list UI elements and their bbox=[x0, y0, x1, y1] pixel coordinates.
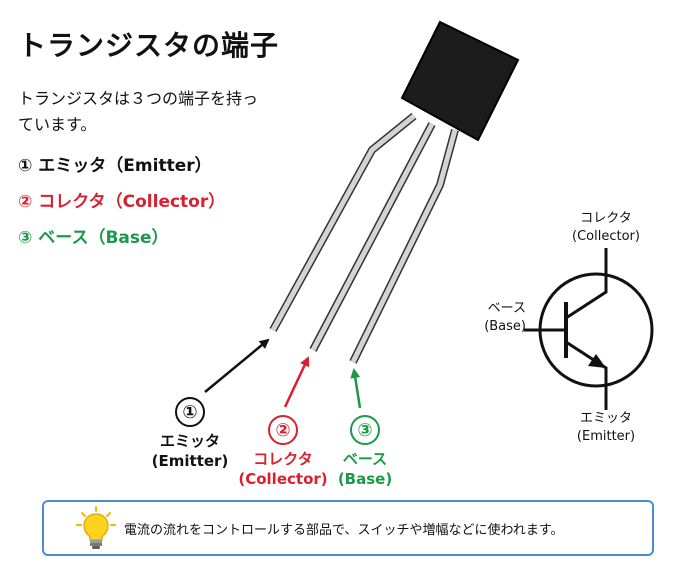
callout-label-en: (Base) bbox=[337, 470, 393, 488]
callout-collector: ② コレクタ (Collector) bbox=[228, 415, 338, 489]
arrow-base bbox=[350, 368, 362, 409]
list-base: ③ ベース（Base） bbox=[18, 228, 169, 248]
callout-label: ベース bbox=[342, 450, 388, 468]
npn-symbol bbox=[524, 248, 654, 410]
number-badge: ③ bbox=[350, 415, 380, 445]
number-badge: ① bbox=[175, 397, 205, 427]
transistor-body bbox=[400, 20, 520, 142]
symbol-label-jp: コレクタ bbox=[580, 211, 632, 226]
lightbulb-icon bbox=[76, 506, 116, 549]
page-title: トランジスタの端子 bbox=[18, 29, 280, 62]
symbol-label-collector: コレクタ (Collector) bbox=[556, 210, 656, 246]
callout-base: ③ ベース (Base) bbox=[325, 415, 405, 489]
symbol-label-en: (Base) bbox=[484, 319, 526, 334]
callout-label: エミッタ bbox=[159, 432, 220, 450]
callout-label-en: (Collector) bbox=[238, 470, 328, 488]
info-box: 電流の流れをコントロールする部品で、スイッチや増幅などに使われます。 bbox=[42, 500, 654, 556]
number-badge: ② bbox=[268, 415, 298, 445]
info-text: 電流の流れをコントロールする部品で、スイッチや増幅などに使われます。 bbox=[124, 522, 564, 538]
arrow-collector bbox=[283, 356, 310, 408]
list-emitter: ① エミッタ（Emitter） bbox=[18, 156, 212, 176]
symbol-label-jp: ベース bbox=[487, 301, 526, 316]
intro-text: トランジスタは３つの端子を持っています。 bbox=[18, 89, 259, 134]
transistor-leads bbox=[269, 112, 459, 364]
arrow-emitter bbox=[204, 338, 270, 393]
symbol-label-base: ベース (Base) bbox=[456, 300, 526, 336]
symbol-label-emitter: エミッタ (Emitter) bbox=[556, 410, 656, 446]
callout-emitter: ① エミッタ (Emitter) bbox=[140, 397, 240, 471]
symbol-label-en: (Emitter) bbox=[576, 429, 636, 444]
emitter-arrow-icon bbox=[588, 354, 606, 368]
symbol-label-en: (Collector) bbox=[572, 229, 640, 244]
list-collector: ② コレクタ（Collector） bbox=[18, 192, 226, 212]
callout-label: コレクタ bbox=[253, 450, 313, 468]
symbol-label-jp: エミッタ bbox=[579, 411, 632, 426]
callout-label-en: (Emitter) bbox=[151, 452, 229, 470]
